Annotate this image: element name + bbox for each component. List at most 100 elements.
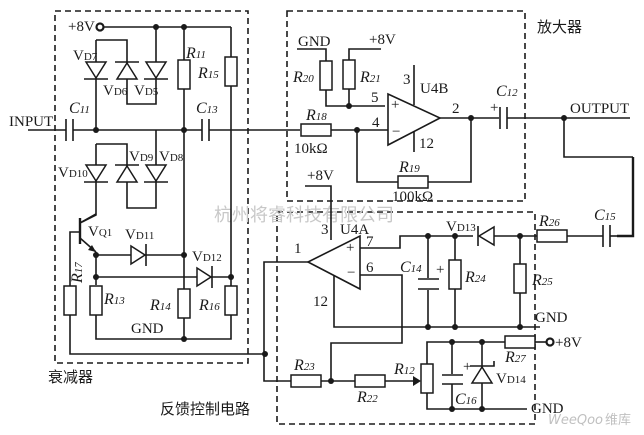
diode-VD5 <box>144 61 168 80</box>
gnd-label-attenuator: GND <box>131 321 164 337</box>
attenuator-title: 衰减器 <box>48 368 93 386</box>
value-R18: 10kΩ <box>294 141 328 157</box>
pin-U4A-3: 3 <box>321 222 329 238</box>
label-R17: R17 <box>69 262 86 284</box>
transistor-VQ1 <box>69 213 97 290</box>
label-R27: R27 <box>504 349 526 366</box>
wire <box>360 235 473 249</box>
vcc-terminal-feedback <box>545 337 555 347</box>
label-VQ1: VQ1 <box>88 224 112 240</box>
pin-U4A-7: 7 <box>366 234 374 250</box>
label-R11: R11 <box>185 45 206 62</box>
diode-VD11 <box>130 244 147 266</box>
pin-U4B-5: 5 <box>371 90 379 106</box>
diode-VD9 <box>115 164 139 183</box>
vcc-terminal-attenuator <box>95 22 105 32</box>
resistor-R26 <box>536 229 568 243</box>
label-VD7: VD7 <box>73 48 98 64</box>
diode-VD8 <box>144 164 168 183</box>
diode-VD10 <box>84 164 108 183</box>
diode-VD12 <box>196 266 213 288</box>
label-C15: C15 <box>594 207 616 224</box>
junction-dot <box>479 406 485 412</box>
value-R19: 100kΩ <box>392 189 433 205</box>
polarity-C12: + <box>490 100 498 116</box>
wire <box>305 185 332 240</box>
pin-U4A-1: 1 <box>294 241 302 257</box>
label-R15: R15 <box>197 65 219 82</box>
wire <box>81 144 97 223</box>
opamp-U4A <box>306 234 520 328</box>
label-U4A: U4A <box>340 222 369 238</box>
label-C16: C16 <box>455 391 477 408</box>
junction-dot <box>425 324 431 330</box>
amplifier-block <box>286 10 526 202</box>
resistor-R13 <box>89 285 103 316</box>
label-VD8: VD8 <box>159 149 184 165</box>
opamp-U4A-minus: − <box>347 265 355 281</box>
resistor-R23 <box>290 374 322 388</box>
junction-dot <box>93 127 99 133</box>
label-C14: C14 <box>400 259 422 276</box>
vcc-label-feedback: +8V <box>307 168 334 184</box>
label-R25: R25 <box>531 272 553 289</box>
output-label: OUTPUT <box>570 101 629 117</box>
resistor-R22 <box>354 374 386 388</box>
gnd-label-feedback-upper: GND <box>535 310 568 326</box>
label-R23: R23 <box>293 357 315 374</box>
opamp-U4B-minus: − <box>392 124 400 140</box>
wire <box>263 261 308 382</box>
junction-dot <box>181 336 187 342</box>
vcc-label-feedback-r27: +8V <box>555 335 582 351</box>
label-VD9: VD9 <box>129 149 154 165</box>
junction-dot <box>228 274 234 280</box>
label-C13: C13 <box>196 100 218 117</box>
opamp-U4A-plus: + <box>346 240 354 256</box>
wire <box>563 118 633 158</box>
pin-U4B-3: 3 <box>403 72 411 88</box>
attenuator-block <box>54 10 249 364</box>
pin-U4B-4: 4 <box>372 115 380 131</box>
potentiometer-wiper-arrow <box>413 376 421 386</box>
label-R20: R20 <box>292 69 314 86</box>
label-R12: R12 <box>393 361 415 378</box>
capacitor-C12 <box>499 107 508 129</box>
resistor-R27 <box>504 335 536 349</box>
label-R19: R19 <box>398 159 420 176</box>
junction-dot <box>479 339 485 345</box>
zener-VD14 <box>470 361 495 384</box>
polarity-C14: + <box>436 262 444 278</box>
watermark-company: 杭州将睿科技有限公司 <box>214 205 394 226</box>
capacitor-C11 <box>65 119 74 141</box>
feedback-title: 反馈控制电路 <box>160 400 250 418</box>
capacitor-C13 <box>201 119 210 141</box>
gnd-label-feedback-lower: GND <box>531 401 564 417</box>
label-R16: R16 <box>198 297 220 314</box>
label-U4B: U4B <box>420 81 448 97</box>
diode-VD13 <box>477 225 495 247</box>
vcc-label-attenuator: +8V <box>68 19 95 35</box>
amplifier-title: 放大器 <box>537 18 582 36</box>
label-R14: R14 <box>149 297 171 314</box>
resistor-R19 <box>397 175 429 189</box>
label-VD14: VD14 <box>496 371 526 387</box>
resistor-R24 <box>448 259 462 290</box>
resistor-R20 <box>319 60 333 91</box>
resistor-R14 <box>177 288 191 319</box>
junction-dot <box>452 324 458 330</box>
junction-dot <box>328 378 334 384</box>
label-VD13: VD13 <box>446 219 476 235</box>
pin-U4B-12: 12 <box>419 136 434 152</box>
label-VD10: VD10 <box>58 165 88 181</box>
wire <box>617 157 635 238</box>
wire-R17-to-feedback <box>69 315 265 355</box>
polarity-VD14: + <box>463 359 471 375</box>
opamp-U4B <box>387 65 442 152</box>
resistor-R25 <box>513 263 527 294</box>
capacitor-C16 <box>442 374 463 385</box>
junction-dot <box>449 406 455 412</box>
potentiometer-R12 <box>420 363 434 394</box>
input-label: INPUT <box>9 114 53 130</box>
label-VD5: VD5 <box>134 83 159 99</box>
resistor-R18 <box>300 123 332 137</box>
